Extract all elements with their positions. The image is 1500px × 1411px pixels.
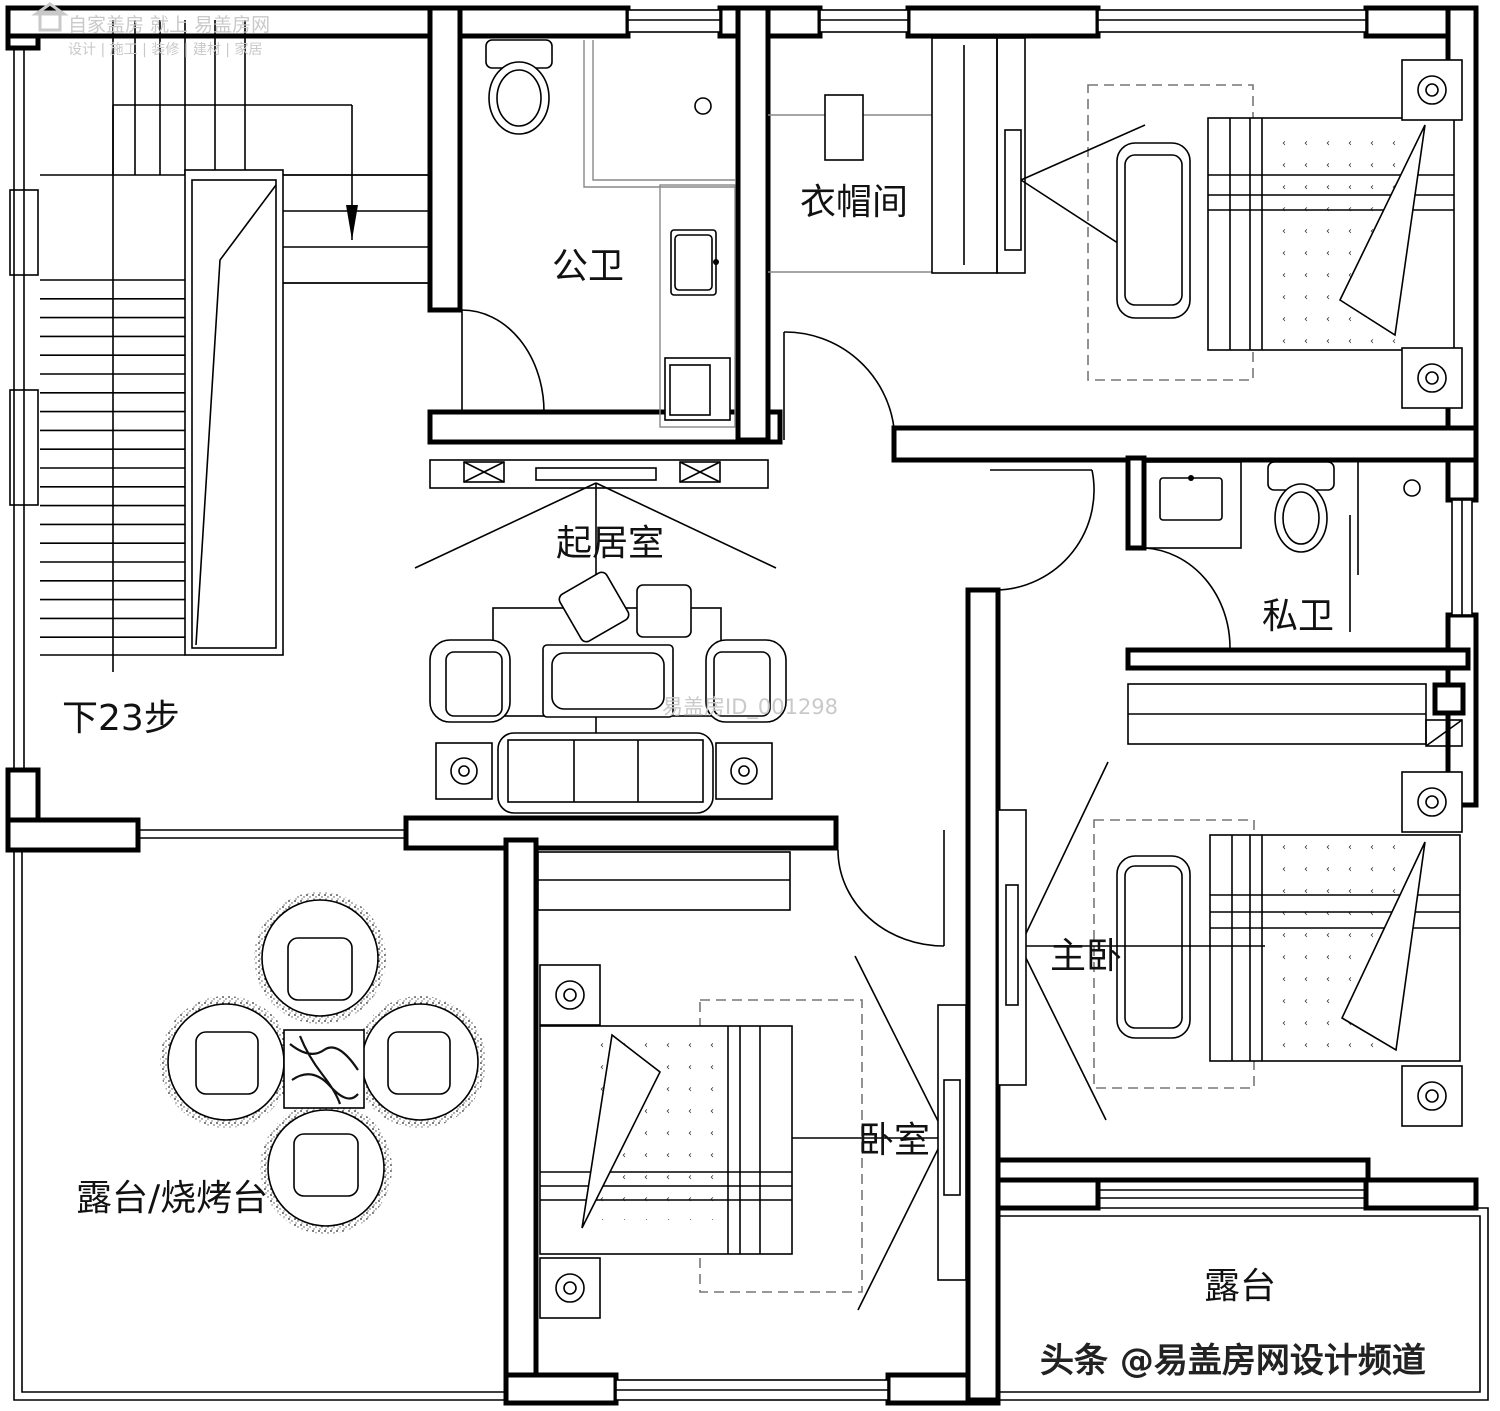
- cloakroom-label: 衣帽间: [800, 182, 908, 223]
- terrace-furniture: [160, 892, 486, 1234]
- windows: [9, 9, 1473, 1401]
- logo: 自家盖房 就上 易盖房网 设计 | 施工 | 装修 | 建材 | 家居: [31, 2, 270, 58]
- living-room-label: 起居室: [556, 523, 664, 564]
- terrace-label: 露台: [1204, 1266, 1276, 1307]
- public-bath-label: 公卫: [552, 246, 624, 287]
- public-bath: [461, 39, 736, 428]
- staircase: [40, 20, 430, 672]
- watermark: 易盖房ID_001298: [662, 695, 838, 720]
- terrace-railing: [13, 829, 1489, 1401]
- logo-title: 自家盖房 就上 易盖房网: [68, 14, 270, 36]
- credit-text: 头条 @易盖房网设计频道: [1040, 1341, 1426, 1381]
- lower-bedroom: [537, 851, 967, 1319]
- upper-bedroom: [1020, 59, 1463, 409]
- door-swings: [837, 469, 1095, 947]
- master-bedroom-label: 主卧: [1050, 936, 1122, 977]
- interior-walls: [427, 5, 1479, 1183]
- terrace-bbq-label: 露台/烧烤台: [76, 1178, 268, 1219]
- private-bath: [1144, 460, 1421, 649]
- door-swing: [783, 331, 895, 440]
- master-bedroom: [997, 683, 1463, 1127]
- cloakroom: [768, 37, 1026, 274]
- logo-subtitle: 设计 | 施工 | 装修 | 建材 | 家居: [68, 41, 262, 58]
- private-bath-label: 私卫: [1262, 596, 1334, 637]
- living-room: [414, 459, 787, 814]
- stair-label: 下23步: [62, 698, 180, 739]
- bedroom-label: 卧室: [858, 1120, 930, 1161]
